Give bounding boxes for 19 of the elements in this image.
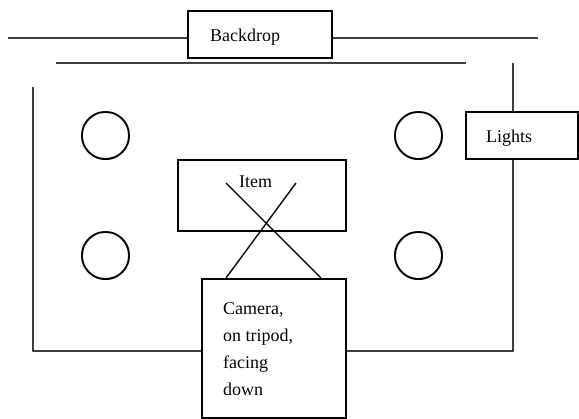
connector-line	[512, 63, 514, 111]
label-box	[177, 159, 347, 232]
box-label: Backdrop	[210, 24, 281, 47]
circle-marker	[81, 231, 130, 280]
box-label: Item	[239, 170, 273, 193]
box-label: Lights	[486, 125, 534, 148]
connector-line	[225, 182, 297, 278]
connector-line	[225, 182, 322, 279]
circle-marker	[394, 111, 443, 160]
circle-marker	[81, 111, 130, 160]
connector-line	[333, 37, 538, 39]
box-label: Camera, on tripod, facing down	[223, 297, 294, 401]
connector-line	[32, 87, 201, 352]
label-box	[465, 111, 579, 160]
connector-line	[347, 160, 514, 352]
label-box	[187, 10, 333, 59]
connector-line	[8, 37, 187, 39]
circle-marker	[394, 231, 443, 280]
label-box	[201, 278, 347, 419]
